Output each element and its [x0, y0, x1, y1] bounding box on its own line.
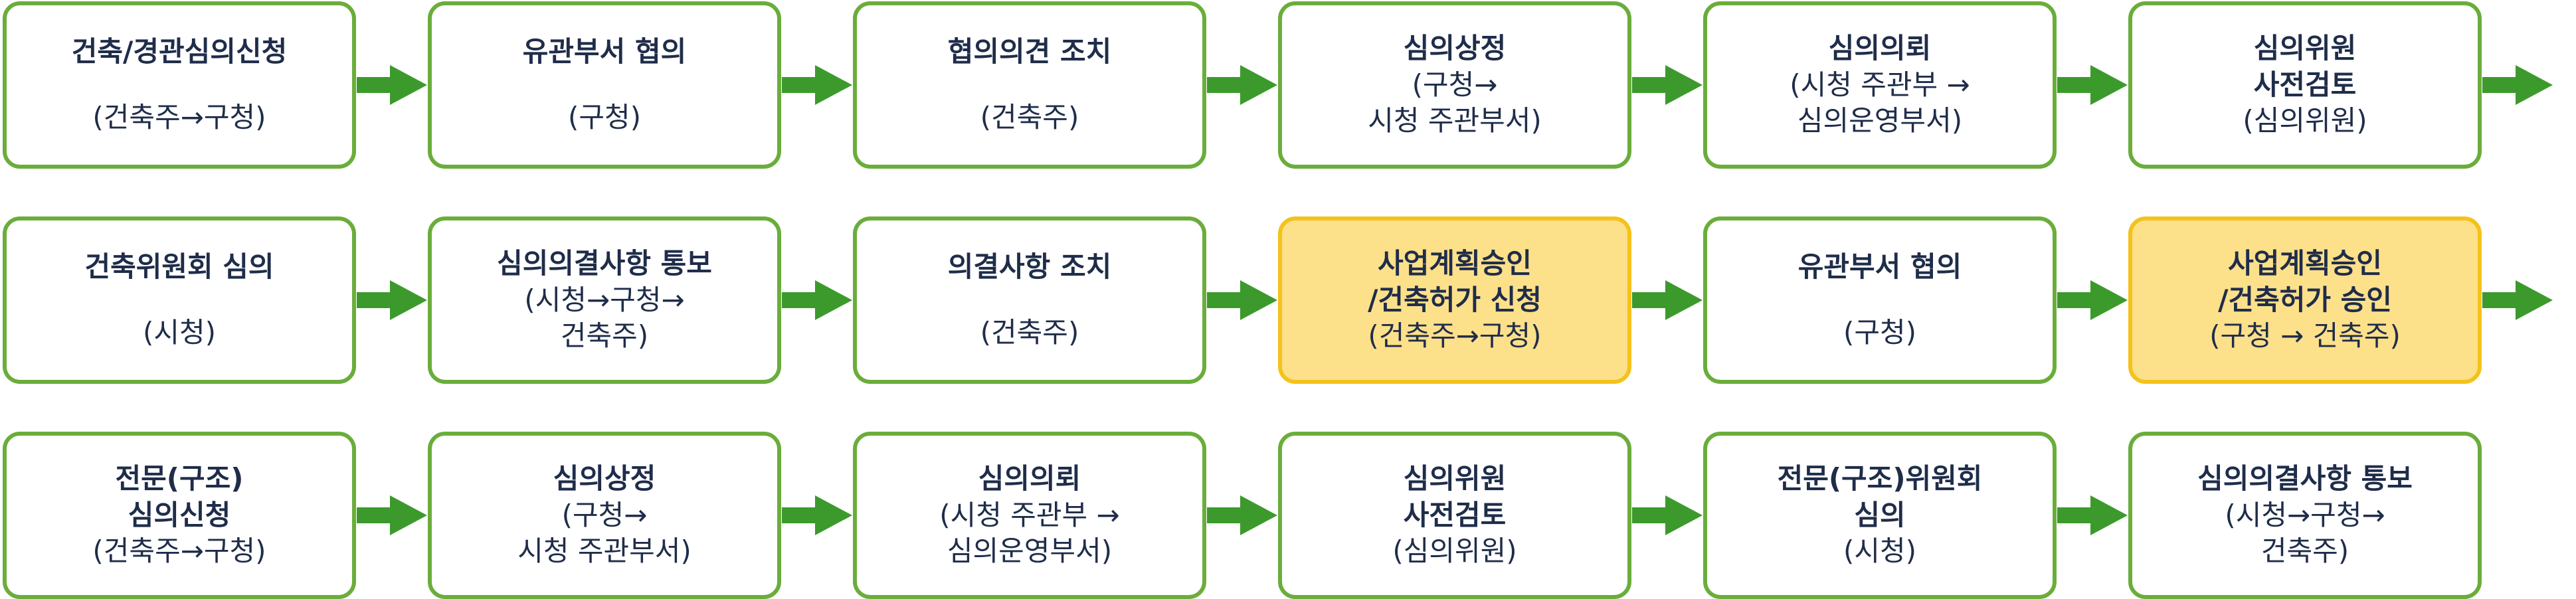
- step-resolution-action: 의결사항 조치 (건축주): [853, 216, 1206, 384]
- step-title: 심의의결사항 통보: [497, 247, 712, 280]
- flow-arrow-icon: [782, 280, 852, 320]
- step-actor: (건축주): [980, 316, 1079, 349]
- step-actor: (시청→구청→ 건축주): [524, 283, 685, 353]
- flow-arrow-icon: [2482, 65, 2553, 105]
- step-title: 심의위원 사전검토: [1403, 462, 1507, 531]
- step-actor: (구청 → 건축주): [2209, 319, 2401, 353]
- step-title: 사업계획승인 /건축허가 승인: [2218, 247, 2392, 316]
- flow-arrow-icon: [1207, 65, 1277, 105]
- step-actor: (건축주): [980, 101, 1079, 133]
- step-actor: (시청 주관부 → 심의운영부서): [1790, 68, 1970, 137]
- step-related-dept-consultation: 유관부서 협의 (구청): [428, 1, 781, 169]
- flow-arrow-icon: [782, 495, 852, 535]
- flow-arrow-icon: [1632, 495, 1702, 535]
- step-actor: (구청→ 시청 주관부서): [517, 498, 691, 568]
- step-title: 심의의뢰: [1828, 32, 1932, 65]
- step-building-committee-review: 건축위원회 심의 (시청): [3, 216, 356, 384]
- flow-arrow-icon: [2057, 65, 2128, 105]
- step-actor: (심의위원): [2243, 104, 2367, 137]
- step-title: 유관부서 협의: [522, 35, 687, 68]
- step-title: 전문(구조) 심의신청: [115, 462, 244, 531]
- step-title: 심의의결사항 통보: [2197, 462, 2413, 495]
- step-title: 심의의뢰: [978, 462, 1081, 495]
- step-consultation-opinion-action: 협의의견 조치 (건축주): [853, 1, 1206, 169]
- flow-arrow-icon: [357, 280, 427, 320]
- step-actor: (구청): [1843, 316, 1917, 349]
- step-title: 전문(구조)위원회 심의: [1777, 462, 1983, 531]
- step-title: 건축위원회 심의: [84, 250, 274, 284]
- step-title: 의결사항 조치: [947, 250, 1112, 284]
- step-resolution-notice: 심의의결사항 통보 (시청→구청→ 건축주): [428, 216, 781, 384]
- step-actor: (시청 주관부 → 심의운영부서): [939, 498, 1120, 568]
- step-actor: (건축주→구청): [1368, 319, 1542, 353]
- step-title: 협의의견 조치: [947, 35, 1112, 68]
- step-actor: (심의위원): [1392, 535, 1517, 568]
- flow-arrow-icon: [2057, 495, 2128, 535]
- step-review-submission: 심의상정 (구청→ 시청 주관부서): [1278, 1, 1631, 169]
- step-permit-application: 사업계획승인 /건축허가 신청 (건축주→구청): [1278, 216, 1631, 384]
- step-review-referral-2: 심의의뢰 (시청 주관부 → 심의운영부서): [853, 432, 1206, 599]
- step-resolution-notice-2: 심의의결사항 통보 (시청→구청→ 건축주): [2128, 432, 2482, 599]
- step-title: 건축/경관심의신청: [71, 35, 288, 68]
- flow-arrow-icon: [1207, 280, 1277, 320]
- flow-arrow-icon: [2057, 280, 2128, 320]
- flow-arrow-icon: [2482, 280, 2553, 320]
- flow-arrow-icon: [357, 495, 427, 535]
- step-permit-approval: 사업계획승인 /건축허가 승인 (구청 → 건축주): [2128, 216, 2482, 384]
- step-review-submission-2: 심의상정 (구청→ 시청 주관부서): [428, 432, 781, 599]
- flow-arrow-icon: [782, 65, 852, 105]
- step-structural-review-request: 전문(구조) 심의신청 (건축주→구청): [3, 432, 356, 599]
- step-structural-committee-review: 전문(구조)위원회 심의 (시청): [1703, 432, 2057, 599]
- step-actor: (구청): [567, 101, 642, 133]
- step-review-referral: 심의의뢰 (시청 주관부 → 심의운영부서): [1703, 1, 2057, 169]
- flow-arrow-icon: [1632, 280, 1702, 320]
- step-building-landscape-review-request: 건축/경관심의신청 (건축주→구청): [3, 1, 356, 169]
- step-committee-pre-review-2: 심의위원 사전검토 (심의위원): [1278, 432, 1631, 599]
- step-title: 사업계획승인 /건축허가 신청: [1368, 247, 1542, 316]
- step-committee-pre-review: 심의위원 사전검토 (심의위원): [2128, 1, 2482, 169]
- step-title: 심의위원 사전검토: [2253, 32, 2357, 101]
- flow-arrow-icon: [1207, 495, 1277, 535]
- flow-arrow-icon: [1632, 65, 1702, 105]
- step-actor: (시청): [142, 316, 217, 349]
- step-title: 심의상정: [1403, 32, 1507, 65]
- step-actor: (시청): [1843, 535, 1917, 568]
- step-actor: (시청→구청→ 건축주): [2225, 498, 2385, 568]
- step-title: 유관부서 협의: [1797, 250, 1962, 284]
- step-title: 심의상정: [553, 462, 656, 495]
- step-actor: (건축주→구청): [92, 101, 266, 133]
- step-actor: (구청→ 시청 주관부서): [1368, 68, 1542, 137]
- flow-arrow-icon: [357, 65, 427, 105]
- step-actor: (건축주→구청): [92, 535, 266, 568]
- step-related-dept-consultation-2: 유관부서 협의 (구청): [1703, 216, 2057, 384]
